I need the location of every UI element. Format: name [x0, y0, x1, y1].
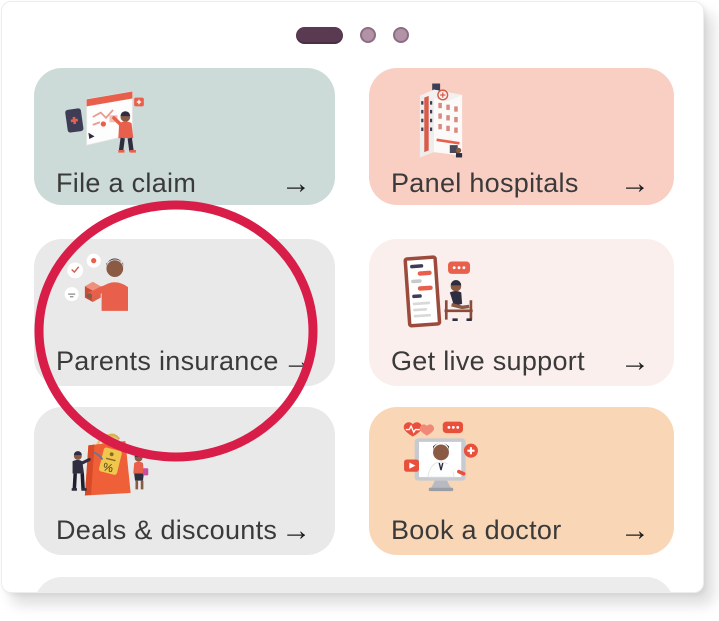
svg-text:%: % — [102, 461, 115, 475]
carousel-dot[interactable] — [393, 27, 409, 43]
file-claim-illustration — [62, 80, 150, 168]
card-label: Panel hospitals — [391, 168, 579, 198]
arrow-right-icon[interactable]: → — [282, 344, 313, 378]
card-label: Parents insurance — [56, 346, 279, 376]
parents-insurance-illustration — [62, 251, 150, 339]
card-deals-discounts[interactable]: % Deals & discounts → — [34, 407, 335, 555]
card-book-a-doctor[interactable]: Book a doctor → — [369, 407, 674, 555]
arrow-right-icon[interactable]: → — [620, 513, 650, 547]
card-parents-insurance[interactable]: Parents insurance → — [34, 239, 335, 386]
deals-discounts-illustration: % — [62, 419, 150, 507]
arrow-right-icon[interactable]: → — [620, 344, 650, 378]
card-file-a-claim[interactable]: File a claim → — [34, 68, 335, 205]
get-live-support-illustration — [397, 251, 485, 339]
book-a-doctor-illustration — [397, 419, 485, 507]
panel-hospitals-illustration — [397, 80, 485, 168]
carousel-indicator — [2, 25, 703, 45]
card-label: Deals & discounts — [56, 515, 278, 545]
arrow-right-icon[interactable]: → — [281, 513, 312, 547]
carousel-dot[interactable] — [360, 27, 376, 43]
arrow-right-icon[interactable]: → — [620, 166, 650, 200]
card-get-live-support[interactable]: Get live support → — [369, 239, 674, 386]
next-card-partial[interactable] — [34, 577, 674, 592]
card-label: Book a doctor — [391, 515, 562, 545]
app-page: File a claim → — [1, 1, 704, 593]
card-label: File a claim — [56, 168, 197, 198]
card-panel-hospitals[interactable]: Panel hospitals → — [369, 68, 674, 205]
carousel-dot-active[interactable] — [296, 26, 343, 44]
card-label: Get live support — [391, 346, 585, 376]
arrow-right-icon[interactable]: → — [281, 166, 311, 200]
